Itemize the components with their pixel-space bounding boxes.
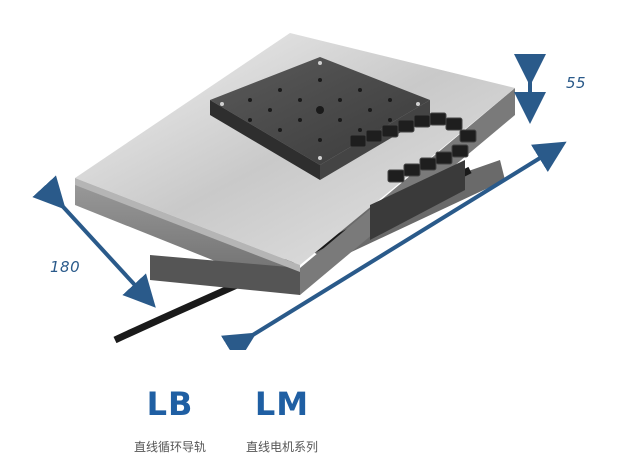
- length-arrow: [220, 141, 567, 350]
- series-lb-name: 直线循环导轨: [133, 440, 206, 454]
- series-lm-code: LM: [254, 385, 310, 423]
- series-lb-code: LB: [146, 385, 194, 423]
- series-lm-name: 直线电机系列: [245, 440, 318, 454]
- series-lb: LB 直线循环导轨: [100, 385, 240, 455]
- series-lm: LM 直线电机系列: [212, 385, 352, 455]
- linear-stage-illustration: [32, 33, 567, 350]
- width-dimension-label: 180: [50, 258, 81, 276]
- width-arrow: [32, 175, 156, 308]
- height-dimension-label: 55: [566, 74, 587, 92]
